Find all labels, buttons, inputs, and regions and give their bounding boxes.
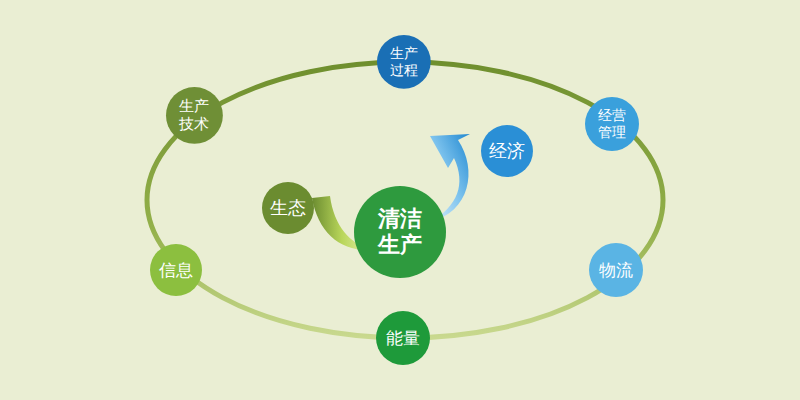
stage-circle: 经营 管理: [585, 97, 639, 151]
node-label: 生产 技术: [179, 97, 209, 133]
core-circle: 清洁 生产: [354, 186, 446, 278]
node-label: 经济: [489, 140, 525, 162]
stage-circle: 能量: [376, 311, 430, 365]
benefit-circle: 生态: [262, 182, 314, 234]
node-label: 经营 管理: [598, 107, 626, 141]
cycle-ring: [147, 62, 663, 338]
node-label: 生产 过程: [390, 45, 418, 79]
benefit-circle: 经济: [481, 125, 533, 177]
node-label: 物流: [599, 260, 633, 280]
stage-circle: 生产 技术: [166, 87, 223, 144]
node-label: 能量: [386, 328, 420, 348]
node-label: 生态: [270, 197, 306, 219]
stage-circle: 生产 过程: [377, 35, 431, 89]
stage-circle: 物流: [589, 243, 643, 297]
stage-circle: 信息: [150, 244, 202, 296]
node-label: 信息: [159, 260, 193, 280]
node-label: 清洁 生产: [378, 206, 422, 259]
